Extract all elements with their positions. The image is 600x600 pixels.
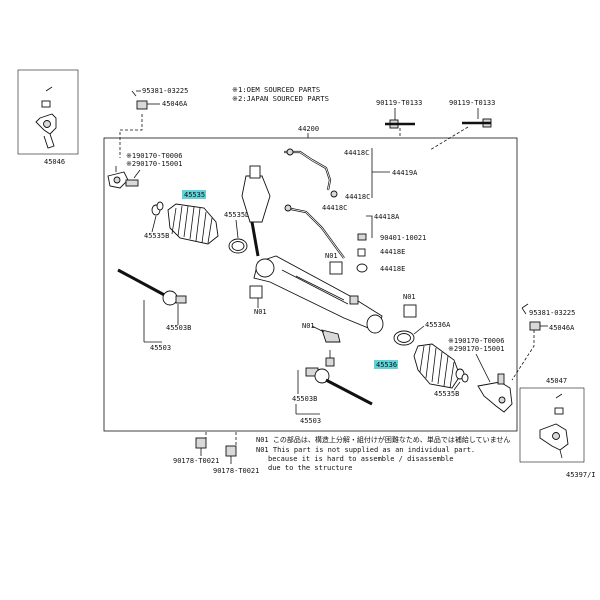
label-N01-d: N01 (302, 322, 315, 330)
clip-90401[interactable] (357, 233, 367, 241)
label-45503-left: 45503 (150, 344, 171, 352)
bushing-N01-c[interactable] (403, 304, 417, 318)
group-box-45047 (519, 387, 585, 463)
label-90178-b: 90178-T0021 (213, 467, 259, 475)
gasket-44418C-1[interactable] (286, 148, 294, 156)
tie-rod-end-left[interactable] (107, 166, 139, 189)
label-95381-right: 95381-03225 (529, 309, 575, 317)
label-190170: ※190170-T0006 (126, 152, 182, 160)
label-N01-c: N01 (403, 293, 416, 301)
clamp-45536A[interactable] (393, 330, 415, 346)
clamp-45535D[interactable] (228, 238, 248, 254)
highlight-45536 (374, 360, 398, 369)
label-45536A: 45536A (425, 321, 451, 329)
leader-45046A-right (511, 330, 535, 381)
diagram-ref: 45397/I (566, 471, 596, 479)
label-44419A: 44419A (392, 169, 418, 177)
label-90401: 90401-10021 (380, 234, 426, 242)
note-japan: ※2:JAPAN SOURCED PARTS (232, 94, 329, 103)
tie-rod-end-right-outer[interactable] (539, 393, 569, 459)
leader-45046 (119, 114, 143, 158)
label-90178-a: 90178-T0021 (173, 457, 219, 465)
group-box-45046 (17, 69, 79, 155)
pipe-44418A[interactable] (285, 206, 345, 259)
label-90119-a: 90119-T0133 (376, 99, 422, 107)
label-45535B-r: 45535B (434, 390, 459, 398)
bracket-N01-d[interactable] (321, 329, 341, 343)
footnote-en-1: N01 This part is not supplied as an indi… (256, 446, 475, 454)
label-45503B-left: 45503B (166, 324, 191, 332)
footnote-jp: N01 この部品は、構造上分解・組付けが困難なため、単品では補給していません (256, 435, 510, 444)
label-290170: ※290170-15001 (126, 160, 182, 168)
footnote-en-2: because it is hard to assemble / disasse… (268, 455, 453, 463)
label-N01-a: N01 (325, 252, 338, 260)
nut-top-45503[interactable] (325, 357, 335, 367)
label-45535B: 45535B (144, 232, 169, 240)
label-44418E-2: 44418E (380, 265, 405, 273)
label-N01-b: N01 (254, 308, 267, 316)
highlight-45535 (182, 190, 206, 199)
label-190170-r: ※190170-T0006 (448, 337, 504, 345)
footnote-en-3: due to the structure (268, 464, 352, 472)
assembly-frame (103, 137, 518, 432)
nut-45046A-top[interactable] (136, 100, 148, 110)
bushing-N01-a[interactable] (329, 261, 343, 275)
boot-45535[interactable] (167, 203, 219, 245)
pinion-valve[interactable] (241, 165, 271, 257)
label-45535-text: 45535 (184, 191, 205, 199)
boot-45536[interactable] (413, 343, 461, 389)
label-44200: 44200 (298, 125, 319, 133)
bolt-90119-a[interactable] (385, 119, 415, 129)
nut-45046A-right[interactable] (529, 321, 541, 331)
note-oem: ※1:OEM SOURCED PARTS (232, 85, 320, 94)
tie-rod-end-right[interactable] (477, 373, 513, 413)
label-45046: 45046 (44, 158, 65, 166)
bolt-90119-b[interactable] (462, 118, 492, 128)
inner-tie-rod-45503-bottom[interactable] (305, 367, 373, 406)
label-44418E-1: 44418E (380, 248, 405, 256)
clamp-45535B[interactable] (151, 201, 164, 216)
label-95381-top: 95381-03225 (142, 87, 188, 95)
bushing-N01-b[interactable] (249, 285, 263, 299)
label-45536: 45536 (376, 361, 397, 369)
label-44418C-1: 44418C (344, 149, 369, 157)
nut-90178-b[interactable] (225, 445, 237, 464)
pipe-44419A[interactable] (284, 150, 332, 191)
tie-rod-end-left-outer[interactable] (35, 86, 57, 149)
label-45535D: 45535D (224, 211, 249, 219)
label-45046A-top: 45046A (162, 100, 188, 108)
label-290170-r: ※290170-15001 (448, 345, 504, 353)
label-44418A: 44418A (374, 213, 400, 221)
nut-90178-a[interactable] (195, 437, 207, 456)
label-45503-bot: 45503 (300, 417, 321, 425)
inner-tie-rod-45503-left[interactable] (117, 268, 187, 306)
label-44418C-2: 44418C (345, 193, 370, 201)
seal-44418E-1[interactable] (357, 248, 366, 257)
label-45047: 45047 (546, 377, 567, 385)
steering-rack-housing[interactable] (253, 255, 384, 334)
gasket-44418C-3[interactable] (284, 204, 292, 212)
gasket-44418C-2[interactable] (330, 190, 338, 198)
label-45503B-bot: 45503B (292, 395, 317, 403)
seal-44418E-2[interactable] (356, 263, 368, 273)
leader-90119-b (429, 126, 469, 151)
label-90119-b: 90119-T0133 (449, 99, 495, 107)
clamp-45535B-right[interactable] (455, 368, 469, 383)
label-45046A-right: 45046A (549, 324, 575, 332)
label-44418C-3: 44418C (322, 204, 347, 212)
